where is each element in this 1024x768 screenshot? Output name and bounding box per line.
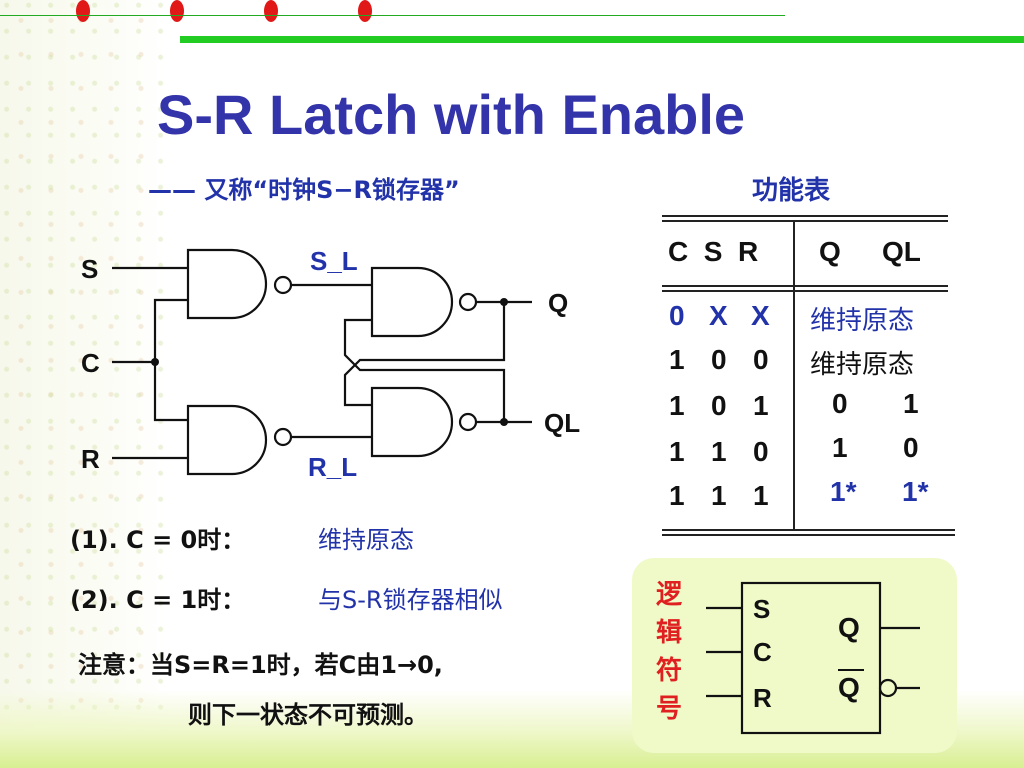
symbol-pin-c: C	[753, 637, 772, 667]
table-cell-state: 维持原态	[810, 306, 915, 336]
table-cell-state: 维持原态	[810, 350, 915, 380]
table-cell-r: 1	[753, 390, 769, 421]
top-divider-thick	[180, 36, 1024, 43]
table-cell-c: 1	[669, 436, 685, 467]
symbol-pin-qbar: Q	[838, 672, 860, 703]
table-cell-c: 1	[669, 480, 685, 511]
table-cell-s: 0	[711, 390, 727, 421]
table-header-ql: QL	[882, 236, 921, 267]
nand-gate-2	[186, 404, 268, 476]
table-cell-ql: 0	[903, 432, 919, 463]
left-background-pattern	[0, 0, 165, 768]
input-c-label: C	[81, 348, 100, 378]
table-cell-s: 0	[711, 344, 727, 375]
symbol-pin-r: R	[753, 683, 772, 713]
table-cell-q: 1*	[830, 476, 857, 507]
net-sl-label: S_L	[310, 246, 358, 276]
table-cell-s: 1	[711, 480, 727, 511]
nand-gate-3	[370, 266, 454, 338]
net-rl-label: R_L	[308, 452, 358, 482]
caution-line-2: 则下一状态不可预测。	[188, 701, 428, 729]
decor-dot	[76, 0, 90, 22]
note-1-prefix: (1). C = 0时：	[70, 526, 246, 554]
table-cell-r: X	[751, 300, 770, 331]
table-cell-r: 0	[753, 436, 769, 467]
table-cell-q: 0	[832, 388, 848, 419]
table-cell-q: 1	[832, 432, 848, 463]
table-cell-ql: 1	[903, 388, 919, 419]
table-header-q: Q	[819, 236, 841, 267]
slide-title: S-R Latch with Enable	[157, 83, 746, 146]
note-2-value: 与S-R锁存器相似	[318, 586, 503, 614]
nand-gate-1	[186, 248, 268, 320]
function-table-title: 功能表	[752, 176, 831, 206]
symbol-pin-s: S	[753, 594, 771, 624]
subtitle: —— 又称“时钟S−R锁存器”	[148, 176, 460, 204]
table-cell-s: X	[709, 300, 728, 331]
decor-dot	[264, 0, 278, 22]
note-2-prefix: (2). C = 1时：	[70, 586, 246, 614]
input-r-label: R	[81, 444, 100, 474]
table-cell-c: 0	[669, 300, 685, 331]
table-cell-r: 1	[753, 480, 769, 511]
caution-line-1: 注意：当S=R=1时，若C由1→0,	[78, 651, 443, 679]
table-cell-s: 1	[711, 436, 727, 467]
table-cell-c: 1	[669, 344, 685, 375]
input-s-label: S	[81, 254, 99, 284]
table-cell-ql: 1*	[902, 476, 929, 507]
nand-gate-4	[370, 386, 454, 458]
decor-dot	[358, 0, 372, 22]
symbol-pin-q: Q	[838, 612, 860, 643]
table-cell-c: 1	[669, 390, 685, 421]
table-cell-r: 0	[753, 344, 769, 375]
note-1-value: 维持原态	[318, 526, 414, 554]
decor-dot	[170, 0, 184, 22]
logic-symbol-panel	[632, 558, 957, 753]
output-ql-label: QL	[544, 408, 581, 438]
table-header-inputs: C S R	[668, 236, 759, 267]
top-divider-thin	[0, 15, 785, 16]
logic-symbol-label: 逻辑符号	[656, 580, 683, 724]
output-q-label: Q	[548, 288, 569, 318]
